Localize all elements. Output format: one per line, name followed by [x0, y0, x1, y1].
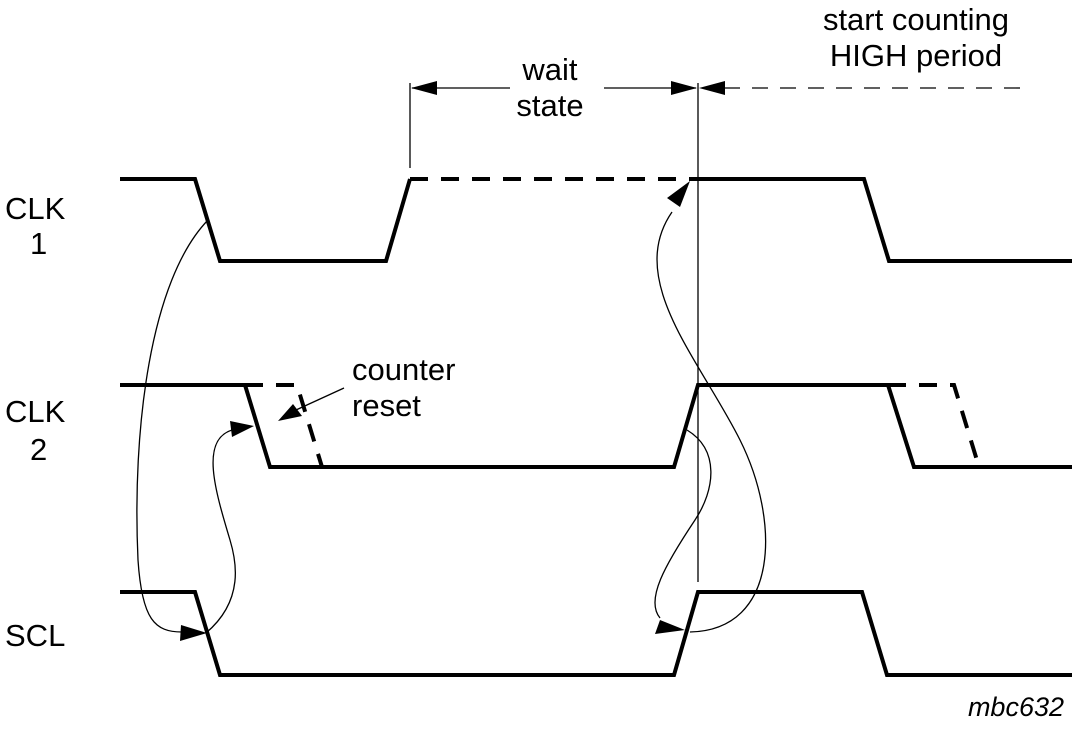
- clk1-waveform: [120, 177, 412, 263]
- start-counting-arrowhead: [699, 81, 725, 95]
- start-counting-label-line2: HIGH period: [830, 38, 1002, 73]
- clk2-label-line1: CLK: [5, 394, 66, 429]
- wait-state-label-line2: state: [516, 88, 583, 123]
- scl-to-clk2-arrowhead: [230, 421, 254, 437]
- counter-reset-label-line2: reset: [352, 388, 421, 423]
- clk2-to-scl-curve: [654, 429, 712, 619]
- scl-waveform: [120, 590, 1072, 677]
- clk1-label-line2: 1: [30, 226, 47, 261]
- clk1-to-scl-arrowhead: [180, 625, 207, 641]
- scl-to-clk1-curve: [656, 211, 767, 633]
- wait-state-label-line1: wait: [521, 52, 578, 87]
- counter-reset-pointer: [295, 387, 345, 411]
- counter-reset-label-line1: counter: [352, 352, 455, 387]
- clk1-label-line1: CLK: [5, 191, 66, 226]
- clk2-to-scl-arrowhead: [655, 620, 685, 634]
- clk1-to-scl-curve: [136, 219, 209, 633]
- wait-arrowhead-left: [411, 81, 437, 95]
- scl-to-clk2-curve: [205, 429, 236, 634]
- scl-to-clk1-arrowhead: [667, 181, 690, 207]
- clk2-dashed-edge-2: [888, 383, 981, 468]
- clk2-dashed-edge-1: [245, 383, 324, 468]
- clk1-waveform-end: [698, 177, 1072, 263]
- scl-label: SCL: [5, 618, 65, 653]
- clk2-label-line2: 2: [30, 432, 47, 467]
- counter-reset-pointer-head: [278, 404, 302, 421]
- start-counting-label-line1: start counting: [823, 2, 1009, 37]
- clk2-waveform: [120, 383, 1072, 469]
- figure-id: mbc632: [968, 692, 1064, 722]
- wait-arrowhead-right: [671, 81, 697, 95]
